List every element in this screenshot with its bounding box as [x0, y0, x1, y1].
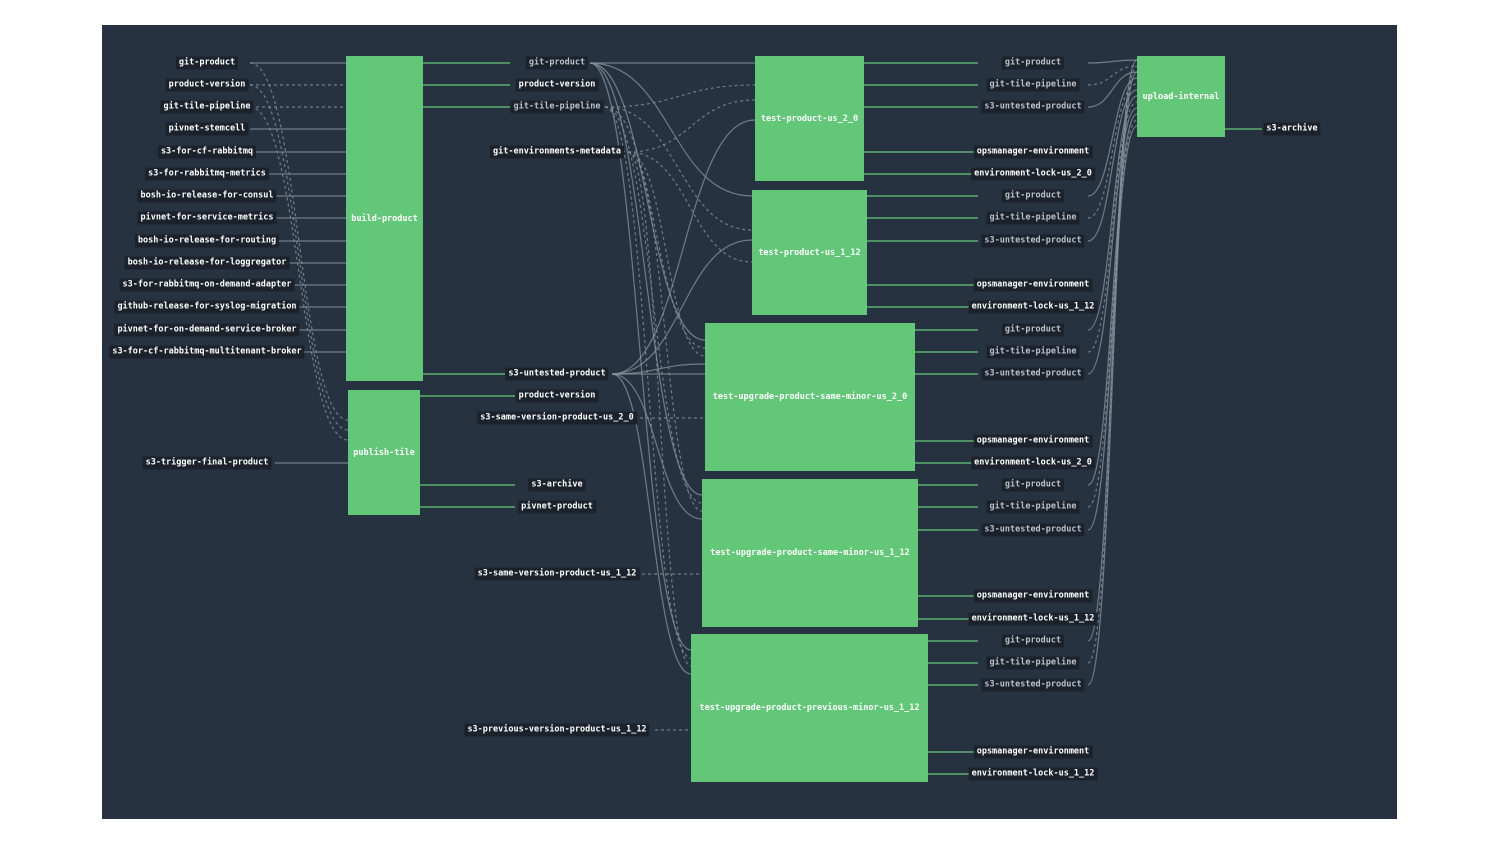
resource-opsmanager-environment[interactable]: opsmanager-environment — [973, 278, 1093, 292]
resource-git-tile-pipeline[interactable]: git-tile-pipeline — [986, 211, 1080, 225]
wire — [1087, 107, 1138, 375]
resource-s3-untested-product[interactable]: s3-untested-product — [981, 367, 1085, 381]
resource-s3-untested-product[interactable]: s3-untested-product — [981, 234, 1085, 248]
job-test-upgrade-same-minor-us-1-12[interactable]: test-upgrade-product-same-minor-us_1_12 — [702, 479, 918, 627]
resource-git-product[interactable]: git-product — [1001, 189, 1065, 203]
resource-s3-for-cf-rabbitmq[interactable]: s3-for-cf-rabbitmq — [157, 145, 257, 159]
resource-git-tile-pipeline[interactable]: git-tile-pipeline — [986, 345, 1080, 359]
resource-s3-previous-version-product-us-1-12[interactable]: s3-previous-version-product-us_1_12 — [464, 723, 650, 737]
resource-pivnet-for-service-metrics[interactable]: pivnet-for-service-metrics — [137, 211, 277, 225]
resource-git-tile-pipeline[interactable]: git-tile-pipeline — [986, 78, 1080, 92]
wire — [1087, 59, 1138, 64]
wire — [604, 106, 703, 504]
job-upload-internal[interactable]: upload-internal — [1137, 56, 1225, 137]
wire — [1087, 119, 1138, 508]
resource-product-version[interactable]: product-version — [515, 389, 599, 403]
wire — [589, 62, 703, 496]
resource-opsmanager-environment[interactable]: opsmanager-environment — [973, 745, 1093, 759]
resource-github-release-for-syslog-migration[interactable]: github-release-for-syslog-migration — [114, 300, 300, 314]
resource-git-tile-pipeline[interactable]: git-tile-pipeline — [160, 100, 254, 114]
resource-git-product[interactable]: git-product — [1001, 634, 1065, 648]
resource-s3-untested-product[interactable]: s3-untested-product — [505, 367, 609, 381]
wire — [249, 84, 349, 431]
wire — [611, 373, 692, 675]
wire — [627, 99, 756, 153]
resource-git-product[interactable]: git-product — [1001, 478, 1065, 492]
resource-s3-archive[interactable]: s3-archive — [1263, 122, 1321, 136]
wire — [627, 151, 706, 357]
resource-git-tile-pipeline[interactable]: git-tile-pipeline — [510, 100, 604, 114]
resource-s3-for-rabbitmq-metrics[interactable]: s3-for-rabbitmq-metrics — [145, 167, 269, 181]
wire — [604, 106, 692, 659]
resource-product-version[interactable]: product-version — [515, 78, 599, 92]
wire — [1087, 95, 1138, 331]
resource-s3-for-rabbitmq-on-demand-adapter[interactable]: s3-for-rabbitmq-on-demand-adapter — [119, 278, 295, 292]
job-test-upgrade-same-minor-us-2-0[interactable]: test-upgrade-product-same-minor-us_2_0 — [705, 323, 915, 471]
resource-git-tile-pipeline[interactable]: git-tile-pipeline — [986, 656, 1080, 670]
resource-environment-lock-us-1-12[interactable]: environment-lock-us_1_12 — [968, 767, 1098, 781]
wire — [604, 84, 756, 108]
resource-pivnet-for-on-demand-service-broker[interactable]: pivnet-for-on-demand-service-broker — [114, 323, 300, 337]
resource-opsmanager-environment[interactable]: opsmanager-environment — [973, 589, 1093, 603]
wire — [1087, 113, 1138, 486]
wire — [1087, 65, 1138, 86]
wire — [1087, 71, 1138, 108]
job-test-upgrade-previous-minor-us-1-12[interactable]: test-upgrade-product-previous-minor-us_1… — [691, 634, 928, 782]
resource-s3-untested-product[interactable]: s3-untested-product — [981, 523, 1085, 537]
resource-opsmanager-environment[interactable]: opsmanager-environment — [973, 145, 1093, 159]
wire — [611, 119, 756, 375]
job-build-product[interactable]: build-product — [346, 56, 423, 381]
resource-s3-untested-product[interactable]: s3-untested-product — [981, 100, 1085, 114]
wire — [627, 151, 753, 263]
resource-environment-lock-us-2-0[interactable]: environment-lock-us_2_0 — [971, 167, 1095, 181]
resource-s3-trigger-final-product[interactable]: s3-trigger-final-product — [142, 456, 272, 470]
wire — [1087, 83, 1138, 219]
wire — [627, 151, 703, 512]
resource-s3-archive[interactable]: s3-archive — [528, 478, 586, 492]
resource-s3-same-version-product-us-2-0[interactable]: s3-same-version-product-us_2_0 — [477, 411, 637, 425]
job-publish-tile[interactable]: publish-tile — [348, 390, 420, 515]
wire — [589, 62, 753, 197]
resource-s3-same-version-product-us-1-12[interactable]: s3-same-version-product-us_1_12 — [474, 567, 640, 581]
resource-environment-lock-us-2-0[interactable]: environment-lock-us_2_0 — [971, 456, 1095, 470]
wire — [604, 106, 706, 349]
job-test-product-us-2-0[interactable]: test-product-us_2_0 — [755, 56, 864, 181]
resource-pivnet-stemcell[interactable]: pivnet-stemcell — [165, 122, 249, 136]
resource-s3-for-cf-rabbitmq-multitenant-broker[interactable]: s3-for-cf-rabbitmq-multitenant-broker — [109, 345, 305, 359]
wire — [249, 62, 349, 421]
job-test-product-us-1-12[interactable]: test-product-us_1_12 — [752, 190, 867, 315]
resource-git-product[interactable]: git-product — [1001, 323, 1065, 337]
resource-environment-lock-us-1-12[interactable]: environment-lock-us_1_12 — [968, 612, 1098, 626]
wire — [249, 106, 349, 441]
resource-environment-lock-us-1-12[interactable]: environment-lock-us_1_12 — [968, 300, 1098, 314]
resource-opsmanager-environment[interactable]: opsmanager-environment — [973, 434, 1093, 448]
resource-git-product[interactable]: git-product — [525, 56, 589, 70]
resource-bosh-io-release-for-consul[interactable]: bosh-io-release-for-consul — [137, 189, 277, 203]
wire — [1087, 125, 1138, 531]
wire — [604, 106, 753, 231]
wire — [611, 239, 753, 375]
wire — [611, 373, 703, 520]
resource-s3-untested-product[interactable]: s3-untested-product — [981, 678, 1085, 692]
wire — [1087, 71, 1138, 686]
wire — [589, 62, 706, 341]
resource-pivnet-product[interactable]: pivnet-product — [518, 500, 596, 514]
resource-bosh-io-release-for-routing[interactable]: bosh-io-release-for-routing — [134, 234, 280, 248]
resource-git-product[interactable]: git-product — [1001, 56, 1065, 70]
resource-bosh-io-release-for-loggregator[interactable]: bosh-io-release-for-loggregator — [124, 256, 290, 270]
resource-product-version[interactable]: product-version — [165, 78, 249, 92]
resource-git-environments-metadata[interactable]: git-environments-metadata — [490, 145, 624, 159]
resource-git-tile-pipeline[interactable]: git-tile-pipeline — [986, 500, 1080, 514]
wire — [611, 363, 706, 375]
wire — [627, 151, 692, 667]
resource-git-product[interactable]: git-product — [175, 56, 239, 70]
